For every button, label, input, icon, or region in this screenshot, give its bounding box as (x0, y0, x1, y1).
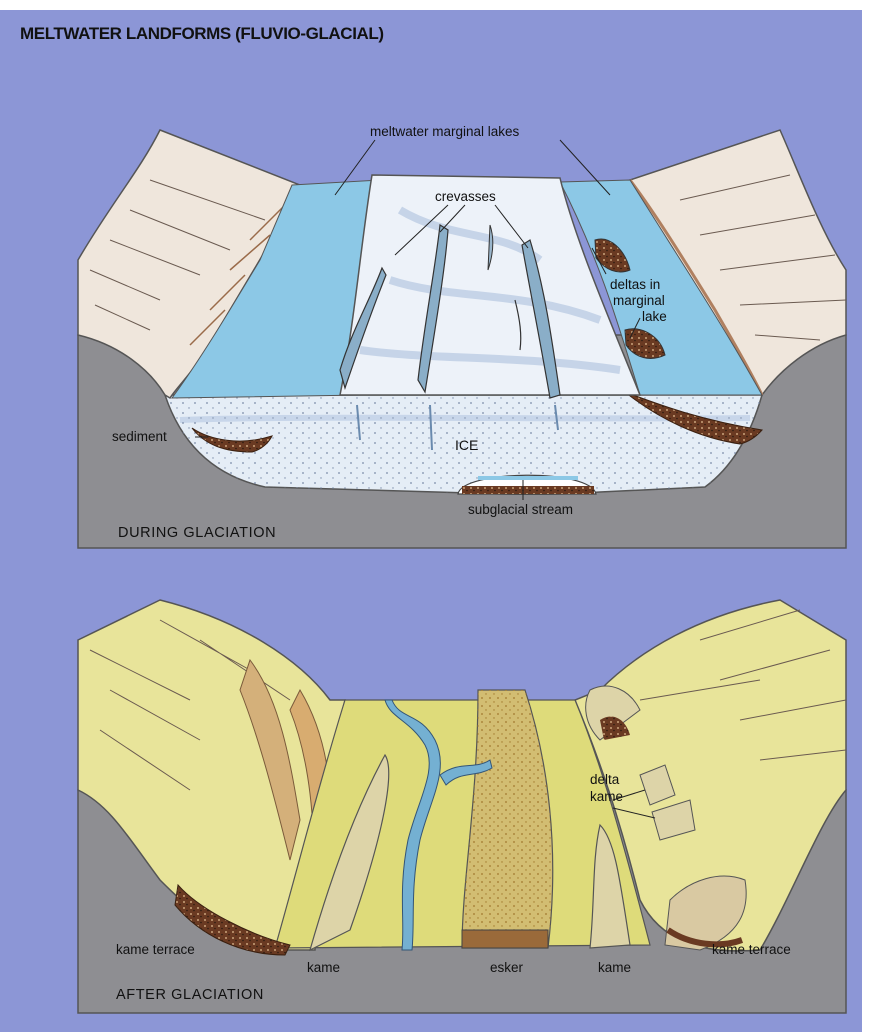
label-esker: esker (490, 961, 523, 976)
caption-during-glaciation: DURING GLACIATION (118, 525, 276, 541)
label-sediment: sediment (112, 430, 167, 445)
label-meltwater-marginal-lakes: meltwater marginal lakes (370, 125, 519, 140)
label-delta-kame-line1: delta (590, 773, 619, 788)
label-ice: ICE (455, 438, 478, 453)
subglacial-stream-bed (462, 486, 594, 494)
label-deltas-line3: lake (642, 310, 667, 325)
right-white-border (862, 0, 869, 1032)
caption-after-glaciation: AFTER GLACIATION (116, 987, 264, 1003)
label-subglacial-stream: subglacial stream (468, 503, 573, 518)
label-deltas-line1: deltas in (610, 278, 660, 293)
label-kame-terrace-right: kame terrace (712, 943, 791, 958)
label-kame-left: kame (307, 961, 340, 976)
label-kame-terrace-left: kame terrace (116, 943, 195, 958)
top-white-border (0, 0, 869, 10)
figure-title: MELTWATER LANDFORMS (FLUVIO-GLACIAL) (20, 24, 384, 44)
label-crevasses: crevasses (435, 190, 496, 205)
label-kame-right: kame (598, 961, 631, 976)
label-deltas-line2: marginal (613, 294, 665, 309)
label-delta-kame-line2: kame (590, 790, 623, 805)
esker-cross-section (462, 930, 548, 948)
